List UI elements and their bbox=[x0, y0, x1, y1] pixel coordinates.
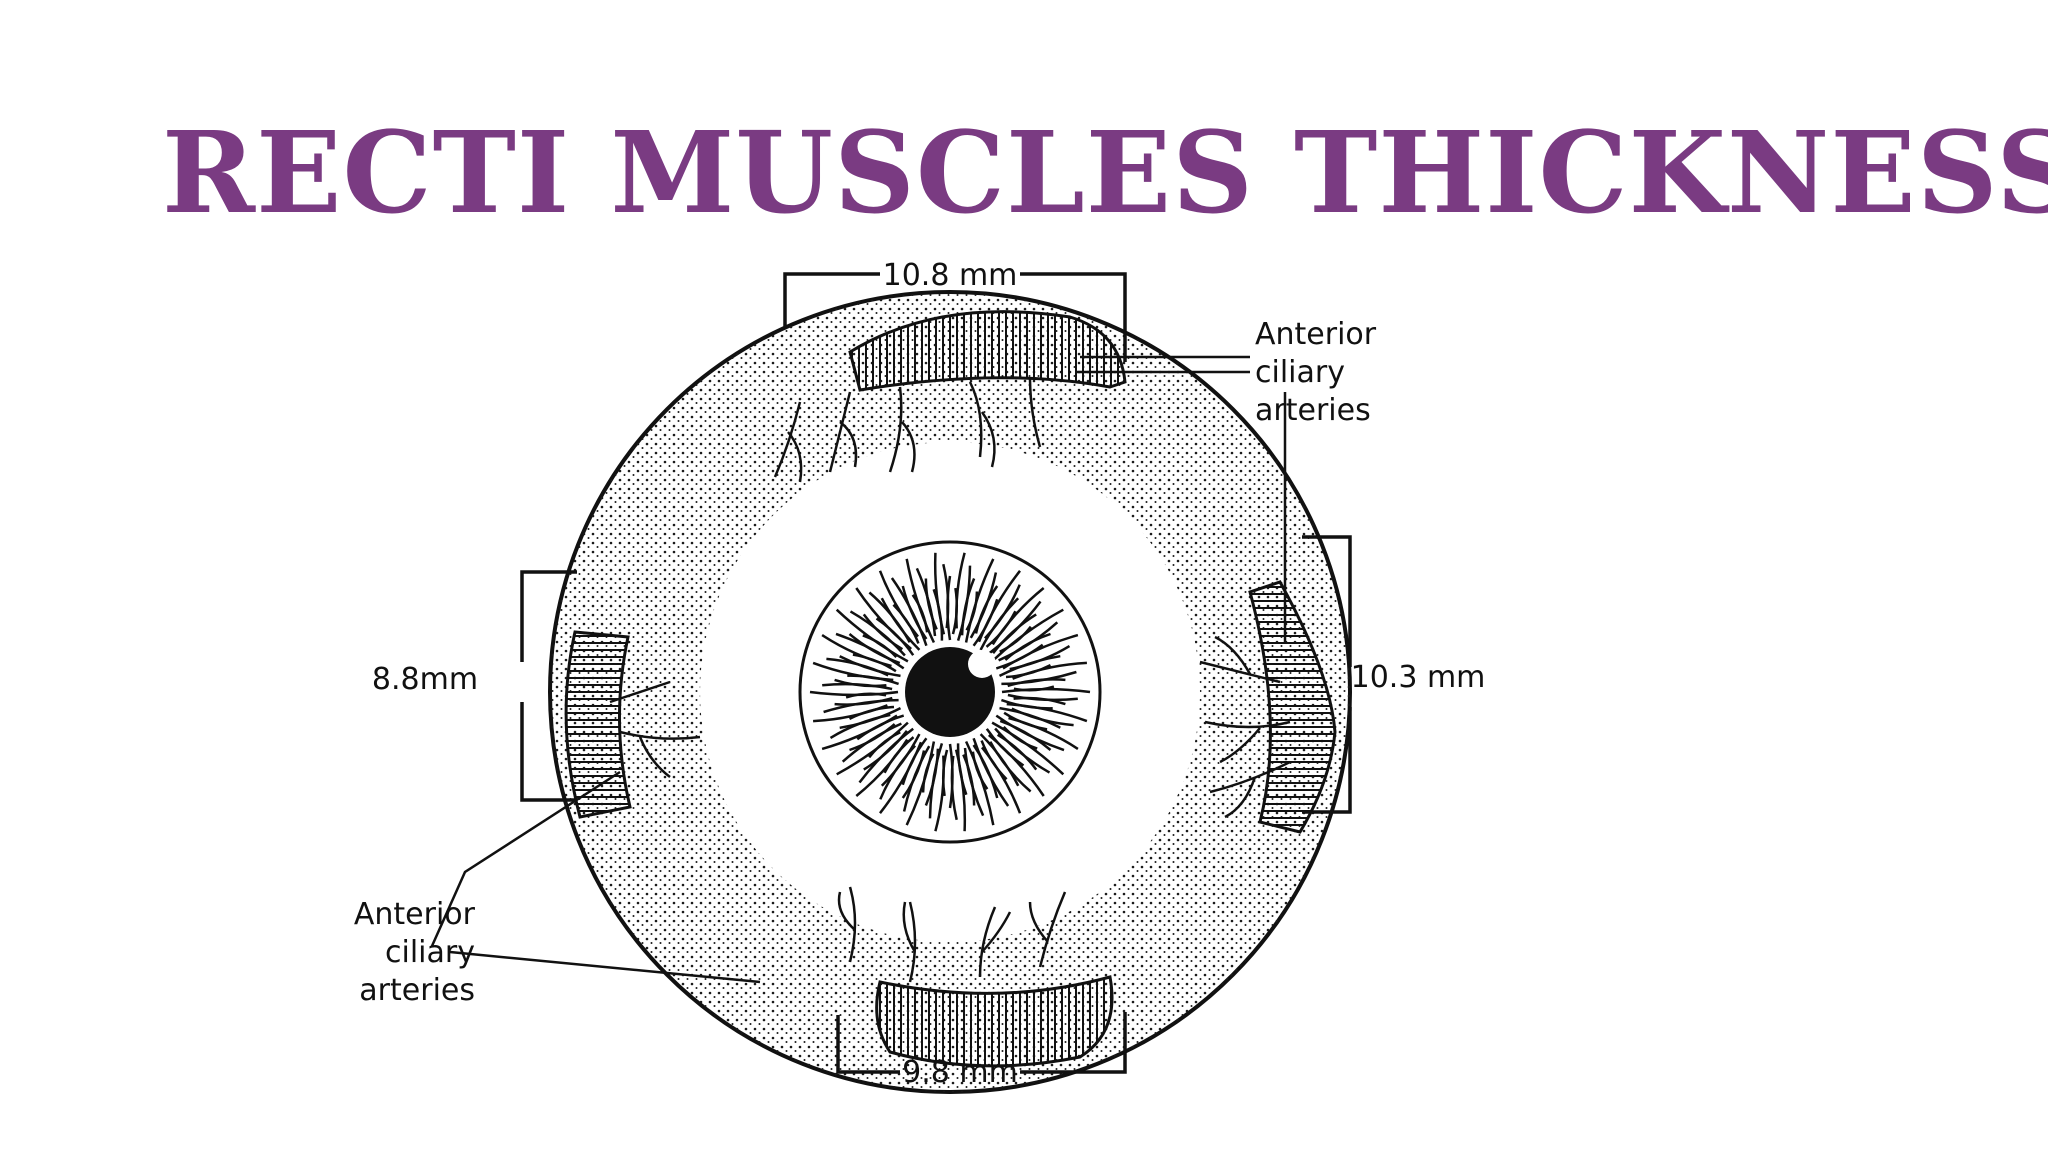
iris-striation bbox=[849, 723, 896, 752]
iris-striation bbox=[924, 578, 938, 630]
iris-striation bbox=[964, 740, 995, 826]
iris-striation bbox=[972, 744, 999, 799]
iris-striation bbox=[839, 655, 901, 678]
leader-lines bbox=[430, 355, 1287, 984]
iris-striation bbox=[809, 690, 899, 697]
label-left-measure: 8.8mm bbox=[372, 662, 478, 697]
iris-striation bbox=[878, 570, 919, 638]
iris-striation bbox=[848, 633, 901, 665]
iris-striation bbox=[835, 608, 909, 663]
iris-striation bbox=[998, 654, 1061, 678]
iris-striation bbox=[879, 741, 923, 814]
iris-striation bbox=[1012, 661, 1087, 680]
pupil-highlight bbox=[968, 650, 996, 678]
eye-recti-diagram: 10.8 mm 8.8mm 10.3 mm 9.8 mm Anterior ci… bbox=[240, 262, 1510, 1112]
iris-striation bbox=[880, 733, 921, 787]
iris-striation bbox=[991, 587, 1045, 646]
anterior-ciliary-arteries bbox=[609, 376, 1291, 983]
iris-striation bbox=[905, 741, 936, 826]
iris-striation bbox=[991, 721, 1065, 776]
iris-striation bbox=[863, 730, 908, 771]
iris-striation bbox=[1008, 716, 1079, 750]
iris-striation bbox=[962, 754, 976, 806]
iris-striation bbox=[1002, 633, 1079, 670]
iris-striation bbox=[812, 661, 894, 682]
iris-striation bbox=[979, 733, 1020, 787]
inferior-rectus-insertion bbox=[875, 975, 1114, 1068]
annotation-line: Anterior bbox=[354, 897, 476, 932]
iris-striation bbox=[948, 743, 954, 809]
iris-striation bbox=[821, 634, 892, 668]
iris-striation bbox=[834, 696, 893, 706]
iris-striation bbox=[905, 558, 936, 644]
iris-striation bbox=[834, 678, 887, 688]
iris-striation bbox=[964, 558, 995, 643]
iris-striation bbox=[1013, 685, 1055, 692]
iris-striation bbox=[1004, 632, 1051, 661]
iris-striation bbox=[934, 755, 945, 832]
iris-striation bbox=[992, 613, 1037, 654]
superior-rectus-insertion bbox=[848, 310, 1127, 392]
annotation-line: ciliary bbox=[1255, 355, 1345, 390]
iris-striation bbox=[960, 578, 976, 636]
annotation-lower-left: Anterior ciliary arteries bbox=[354, 897, 476, 1008]
iris-striation bbox=[1013, 696, 1066, 706]
iris-striation bbox=[955, 552, 966, 629]
iris-striation bbox=[839, 706, 902, 730]
label-right-measure: 10.3 mm bbox=[1351, 660, 1486, 695]
iris-striation bbox=[974, 585, 999, 634]
iris-striation bbox=[901, 585, 928, 640]
iris-striation bbox=[981, 746, 1022, 814]
annotation-line: Anterior bbox=[1255, 317, 1377, 352]
iris-striation bbox=[1006, 702, 1088, 723]
iris-striation bbox=[979, 597, 1020, 651]
iris-striation bbox=[821, 714, 898, 751]
iris-striation bbox=[855, 738, 909, 797]
annotation-upper-right: Anterior ciliary arteries bbox=[1255, 317, 1377, 428]
iris-striation bbox=[977, 570, 1021, 643]
label-bottom-measure: 9.8 mm bbox=[902, 1055, 1018, 1090]
iris-striation bbox=[996, 733, 1038, 771]
iris-striation bbox=[836, 721, 909, 776]
annotation-line: ciliary bbox=[385, 935, 475, 970]
iris-striation bbox=[946, 575, 952, 641]
dimension-brackets bbox=[520, 272, 1352, 1074]
slide-title: RECTI MUSCLES THICKNESS bbox=[162, 108, 2048, 239]
annotation-line: arteries bbox=[1255, 393, 1371, 428]
iris-striation bbox=[933, 552, 946, 635]
iris-striation bbox=[954, 749, 967, 832]
iris-striation bbox=[855, 587, 913, 650]
iris-striation bbox=[1007, 678, 1066, 688]
annotation-line: arteries bbox=[359, 973, 475, 1008]
iris-striation bbox=[999, 719, 1052, 751]
iris-striation bbox=[987, 734, 1045, 797]
iris-striation bbox=[880, 597, 921, 651]
iris-striation bbox=[991, 608, 1064, 663]
label-top-measure: 10.8 mm bbox=[883, 262, 1018, 293]
iris-striation bbox=[813, 704, 888, 723]
iris-striation bbox=[901, 750, 926, 799]
iris bbox=[798, 540, 1102, 844]
medial-rectus-insertion bbox=[564, 630, 632, 819]
iris-striation bbox=[862, 613, 904, 651]
iris-striation bbox=[999, 706, 1061, 729]
iris-striation bbox=[924, 748, 940, 806]
